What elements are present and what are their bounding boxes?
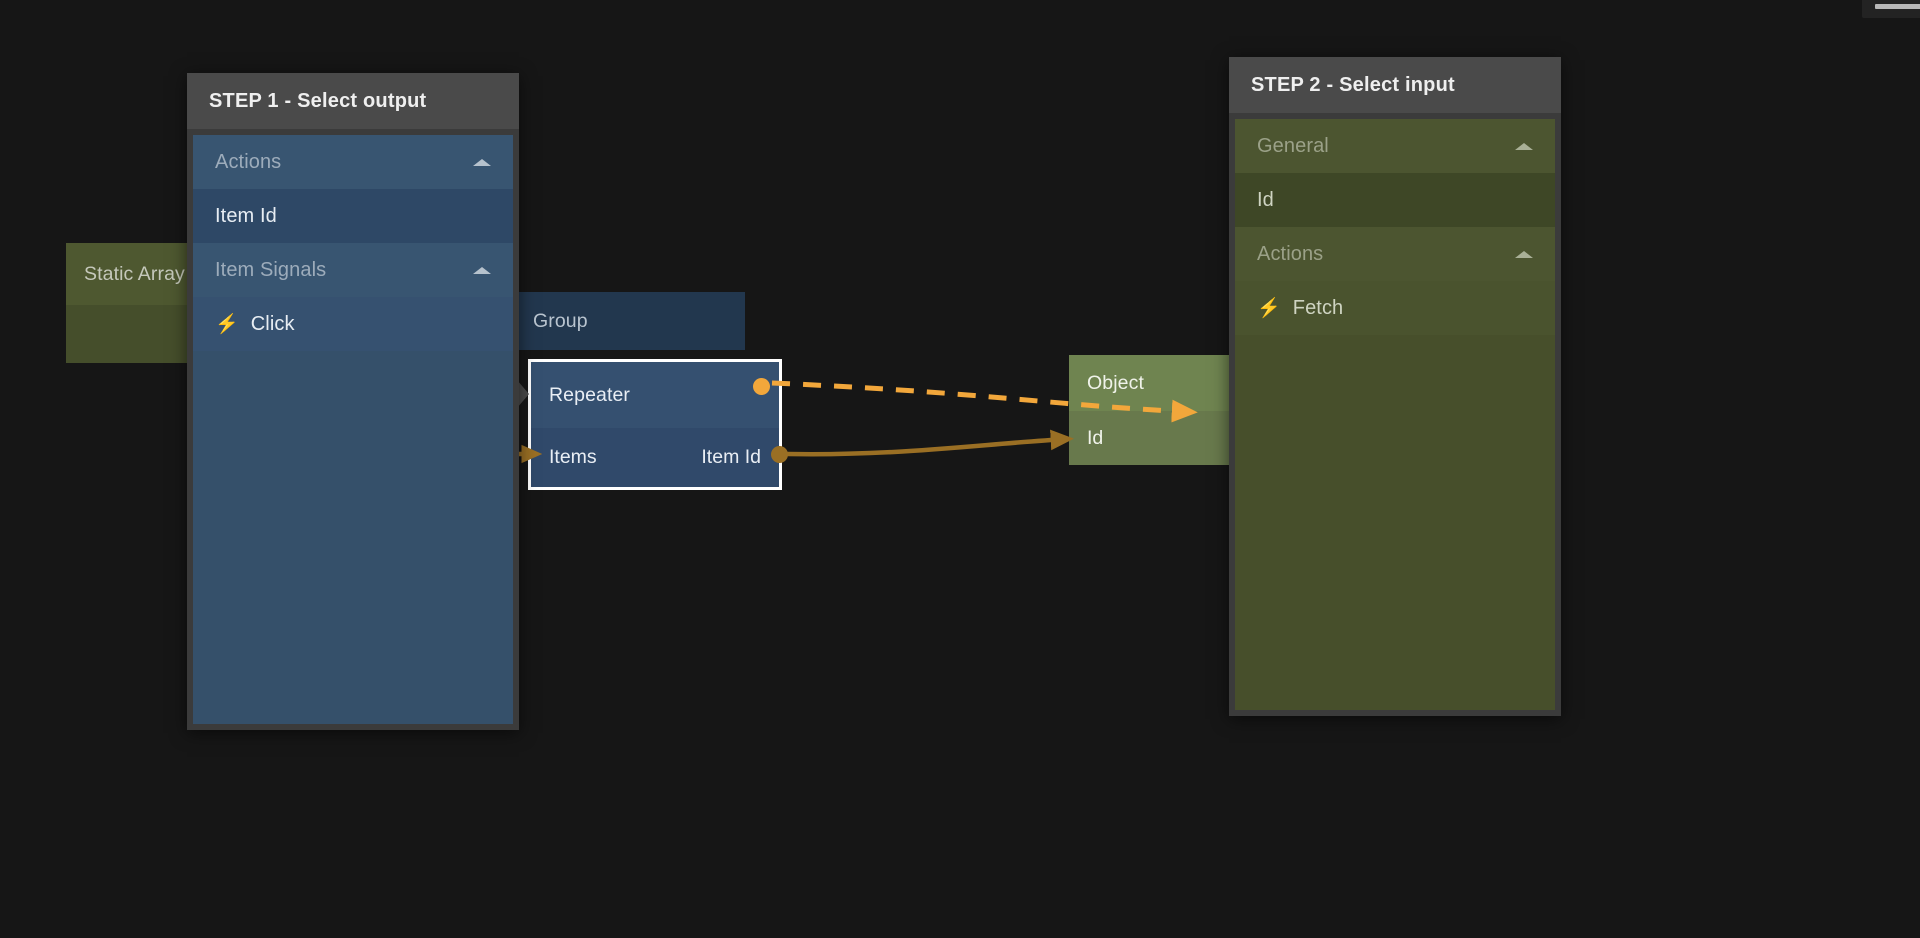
step2-group-actions[interactable]: Actions xyxy=(1235,227,1555,281)
step1-output-list[interactable]: Actions Item Id Item Signals ⚡ Click xyxy=(193,135,513,724)
step2-panel[interactable]: STEP 2 - Select input General Id Actions… xyxy=(1229,57,1561,716)
step2-group-actions-label: Actions xyxy=(1257,242,1324,265)
step1-item-click[interactable]: ⚡ Click xyxy=(193,297,513,351)
node-repeater-signal-out-dot[interactable] xyxy=(753,378,770,395)
node-group-title: Group xyxy=(515,292,745,350)
step1-group-item-signals[interactable]: Item Signals xyxy=(193,243,513,297)
step2-list-filler xyxy=(1235,335,1555,710)
menu-handle-bar xyxy=(1875,4,1920,9)
node-repeater-input-port-label[interactable]: Items xyxy=(549,446,597,468)
step2-item-id-label: Id xyxy=(1257,188,1274,211)
chevron-up-icon[interactable] xyxy=(1515,250,1533,258)
node-repeater[interactable]: Repeater Items Item Id xyxy=(511,359,788,490)
connection-data-wire[interactable] xyxy=(786,429,1075,457)
step1-group-actions[interactable]: Actions xyxy=(193,135,513,189)
node-repeater-data-out-dot[interactable] xyxy=(771,446,788,463)
step2-group-general-label: General xyxy=(1257,134,1329,157)
lightning-bolt-icon: ⚡ xyxy=(1257,297,1281,319)
step1-item-item-id[interactable]: Item Id xyxy=(193,189,513,243)
step2-item-id[interactable]: Id xyxy=(1235,173,1555,227)
node-repeater-title: Repeater xyxy=(531,362,779,428)
node-group[interactable]: Group xyxy=(515,292,745,350)
node-object-input-port-label[interactable]: Id xyxy=(1087,426,1104,449)
step2-input-list[interactable]: General Id Actions ⚡ Fetch xyxy=(1235,119,1555,710)
step1-group-actions-label: Actions xyxy=(215,150,282,173)
chevron-up-icon[interactable] xyxy=(473,266,491,274)
step1-panel-body[interactable]: Actions Item Id Item Signals ⚡ Click xyxy=(193,135,513,724)
step1-panel-title: STEP 1 - Select output xyxy=(187,73,519,129)
step2-item-fetch[interactable]: ⚡ Fetch xyxy=(1235,281,1555,335)
chevron-up-icon[interactable] xyxy=(1515,142,1533,150)
step1-item-item-id-label: Item Id xyxy=(215,204,277,227)
step2-item-fetch-label: Fetch xyxy=(1292,296,1344,319)
step1-list-filler xyxy=(193,351,513,724)
step2-panel-body[interactable]: General Id Actions ⚡ Fetch xyxy=(1235,119,1555,710)
chevron-up-icon[interactable] xyxy=(473,158,491,166)
node-repeater-output-port-label[interactable]: Item Id xyxy=(701,446,761,468)
step2-group-general[interactable]: General xyxy=(1235,119,1555,173)
step1-group-item-signals-label: Item Signals xyxy=(215,258,327,281)
node-repeater-port-row: Items Item Id xyxy=(531,428,779,487)
menu-handle[interactable] xyxy=(1862,0,1920,18)
step2-panel-title: STEP 2 - Select input xyxy=(1229,57,1561,113)
step1-panel[interactable]: STEP 1 - Select output Actions Item Id I… xyxy=(187,73,519,730)
lightning-bolt-icon: ⚡ xyxy=(215,313,239,335)
step1-item-click-label: Click xyxy=(250,312,295,335)
